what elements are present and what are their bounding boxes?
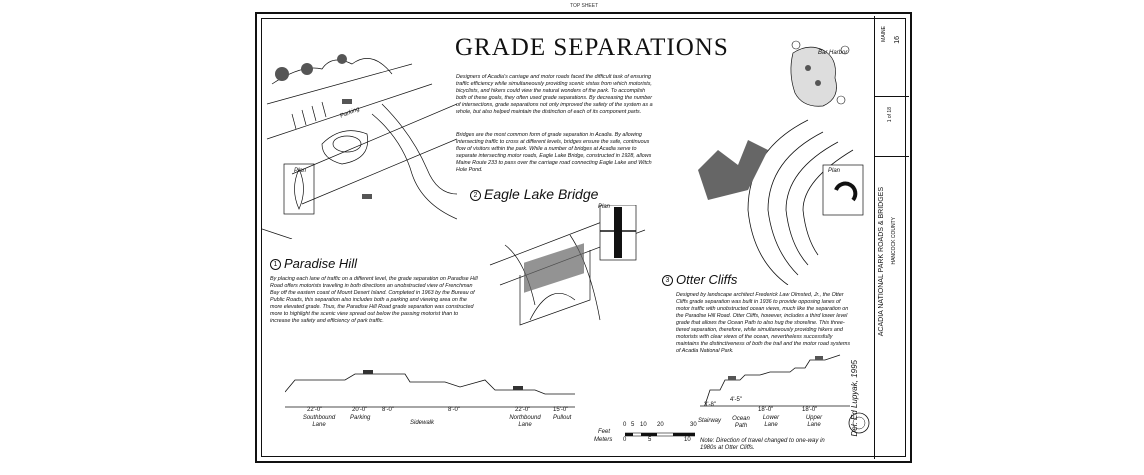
otter-cliffs-drawing bbox=[698, 119, 864, 285]
tb-sheet-of: 1 of 18 bbox=[887, 107, 893, 123]
otter-cliffs-cross-section bbox=[700, 354, 850, 407]
dim-ocean-path: 4'-5" bbox=[730, 397, 742, 403]
eagle-lake-bridge-drawing bbox=[489, 205, 646, 326]
dim-upper-lane: 18'-0" bbox=[802, 407, 818, 413]
label-lower-lane: Lower Lane bbox=[762, 415, 780, 428]
intro-paragraph-2: Bridges are the most common form of grad… bbox=[456, 132, 652, 173]
label-southbound-lane: Southbound Lane bbox=[302, 415, 336, 428]
feet-tick-10: 10 bbox=[640, 422, 647, 428]
scale-meters-label: Meters bbox=[594, 437, 613, 443]
feet-tick-0: 0 bbox=[623, 422, 627, 428]
label-northbound-lane: Northbound Lane bbox=[509, 415, 541, 428]
feet-tick-30: 30 bbox=[690, 422, 697, 428]
dim-parking: 20'-0" bbox=[352, 407, 368, 413]
label-parking: Parking bbox=[350, 415, 371, 421]
dim-sidewalk-2: 8'-0" bbox=[448, 407, 460, 413]
tb-county: HANCOCK COUNTY bbox=[891, 217, 897, 265]
title-block: MAINE 16 1 of 18 ACADIA NATIONAL PARK RO… bbox=[874, 16, 909, 459]
bar-harbor-map bbox=[790, 40, 850, 107]
label-ocean-path: Ocean Path bbox=[732, 416, 750, 429]
tb-sheet-number: 16 bbox=[894, 36, 901, 44]
bar-harbor-label: Bar Harbor bbox=[818, 50, 848, 56]
scale-feet-label: Feet bbox=[598, 429, 611, 435]
section-number-2: 2 bbox=[470, 189, 481, 201]
section-number-3: 3 bbox=[662, 275, 673, 287]
label-stairway: Stairway bbox=[698, 418, 722, 424]
nps-seal-icon bbox=[848, 412, 870, 434]
section-number-1: 1 bbox=[270, 259, 281, 271]
paradise-plan-label: Plan bbox=[294, 168, 307, 174]
dim-sidewalk-1: 8'-0" bbox=[382, 407, 394, 413]
top-sheet-mark: TOP SHEET bbox=[570, 3, 599, 9]
feet-tick-5: 5 bbox=[631, 422, 635, 428]
meter-tick-0: 0 bbox=[623, 437, 627, 443]
sheet-title: GRADE SEPARATIONS bbox=[455, 34, 729, 61]
dim-pullout: 15'-0" bbox=[553, 407, 569, 413]
eagle-lake-title: Eagle Lake Bridge bbox=[484, 186, 599, 202]
dim-northbound: 22'-0" bbox=[515, 407, 531, 413]
meter-tick-5: 5 bbox=[648, 437, 652, 443]
dim-stairway: 3'-8" bbox=[704, 402, 716, 408]
paradise-hill-drawing bbox=[262, 54, 457, 239]
paradise-hill-cross-section bbox=[285, 370, 575, 408]
label-pullout: Pullout bbox=[553, 415, 572, 421]
tb-project-title: ACADIA NATIONAL PARK ROADS & BRIDGES bbox=[878, 187, 885, 337]
dim-lower-lane: 18'-0" bbox=[758, 407, 774, 413]
intro-paragraph-1: Designers of Acadia's carriage and motor… bbox=[456, 74, 653, 115]
label-upper-lane: Upper Lane bbox=[805, 415, 823, 428]
otter-cliffs-text: Designed by landscape architect Frederic… bbox=[676, 292, 851, 354]
dim-southbound: 22'-0" bbox=[307, 407, 323, 413]
otter-cliffs-note: Note: Direction of travel changed to one… bbox=[700, 438, 825, 451]
tb-state: MAINE bbox=[881, 26, 887, 42]
label-sidewalk: Sidewalk bbox=[410, 420, 435, 426]
graphic-scale-bar bbox=[625, 432, 695, 437]
otter-cliffs-title: Otter Cliffs bbox=[676, 272, 738, 287]
otter-plan-label: Plan bbox=[828, 168, 841, 174]
meter-tick-10: 10 bbox=[684, 437, 691, 443]
paradise-hill-text: By placing each lane of traffic on a dif… bbox=[270, 276, 478, 324]
feet-tick-20: 20 bbox=[657, 422, 664, 428]
paradise-hill-title: Paradise Hill bbox=[284, 256, 357, 271]
eagle-plan-label: Plan bbox=[598, 204, 611, 210]
